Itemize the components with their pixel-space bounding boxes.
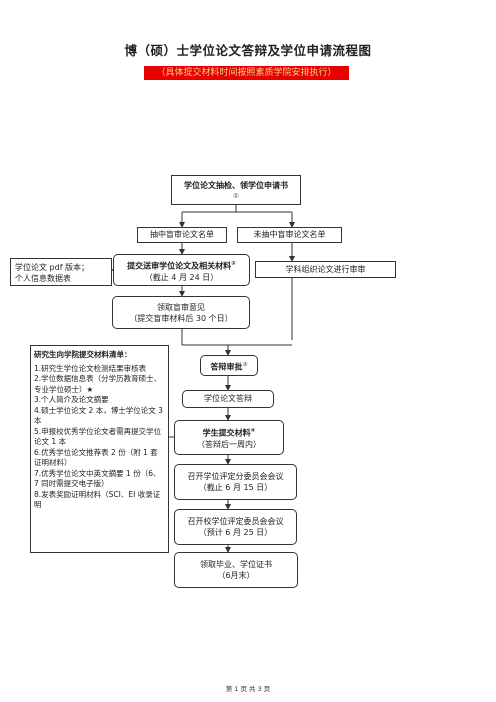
submit-blind-review-label: 提交送审学位论文及相关材料 bbox=[127, 261, 232, 271]
discipline-review-label: 学科组织论文进行审审 bbox=[285, 265, 366, 274]
submit-materials-time: （答辩后一周内） bbox=[197, 439, 261, 449]
thesis-defense-label: 学位论文答辩 bbox=[204, 394, 252, 403]
not-sampled-list-box: 未抽中盲审论文名单 bbox=[237, 227, 342, 243]
discipline-review-box: 学科组织论文进行审审 bbox=[255, 261, 396, 278]
sampled-list-box: 抽中盲审论文名单 bbox=[137, 227, 227, 243]
sub-committee-label: 召开学位评定分委员会会议 bbox=[187, 472, 284, 481]
page-footer: 第 1 页 共 3 页 bbox=[225, 685, 271, 693]
school-committee-label: 召开校学位评定委员会会议 bbox=[187, 517, 284, 526]
submit-materials-box: 学生提交材料④ （答辩后一周内） bbox=[174, 420, 284, 455]
step-marker-2: ② bbox=[231, 261, 236, 267]
submission-notice: （具体提交材料时间按照素质学院安排执行） bbox=[144, 66, 349, 80]
collect-opinions-box: 领取盲审意见 （提交盲审材料后 30 个日） bbox=[112, 296, 250, 329]
collect-opinions-label: 领取盲审意见 bbox=[157, 303, 205, 312]
collect-opinions-time: （提交盲审材料后 30 个日） bbox=[129, 314, 233, 323]
page-title: 博（硕）士学位论文答辩及学位申请流程图 bbox=[124, 43, 372, 58]
step-marker-1: ① bbox=[233, 192, 239, 200]
thesis-defense-box: 学位论文答辩 bbox=[182, 390, 274, 408]
collect-certificates-box: 领取毕业、学位证书 （6月末） bbox=[174, 552, 298, 588]
submit-blind-review-deadline: （截止 4 月 24 日） bbox=[144, 272, 219, 282]
checklist-item: 4.硕士学位论文 2 本，博士学位论文 3 本 bbox=[34, 405, 163, 426]
checklist-item: 3.个人简介及论文摘要 bbox=[34, 395, 109, 404]
thesis-check-box: 学位论文抽检、领学位申请书 ① bbox=[171, 175, 301, 205]
collect-certificates-time: （6月末） bbox=[217, 571, 255, 580]
sub-committee-deadline: （截止 6 月 15 日） bbox=[198, 483, 273, 492]
checklist-item: 2.学位数据信息表（分学历教育硕士、专业学位硕士）★ bbox=[34, 374, 162, 394]
submit-blind-review-box: 提交送审学位论文及相关材料② （截止 4 月 24 日） bbox=[113, 254, 250, 286]
pdf-version-line2: 个人信息数据表 bbox=[15, 274, 71, 283]
pdf-version-box: 学位论文 pdf 版本； 个人信息数据表 bbox=[10, 258, 112, 286]
pdf-version-line1: 学位论文 pdf 版本； bbox=[15, 263, 90, 272]
sub-committee-box: 召开学位评定分委员会会议 （截止 6 月 15 日） bbox=[174, 464, 297, 500]
defense-approval-box: 答辩审批③ bbox=[200, 355, 258, 376]
sampled-list-label: 抽中盲审论文名单 bbox=[150, 230, 214, 239]
checklist-item: 5.申报校优秀学位论文者需再提交学位论文 1 本 bbox=[34, 426, 162, 447]
checklist-item: 6.优秀学位论文推荐表 2 份（附 1 套证明材料） bbox=[34, 447, 158, 468]
not-sampled-list-label: 未抽中盲审论文名单 bbox=[253, 230, 326, 239]
step-marker-4: ④ bbox=[250, 428, 256, 434]
checklist-item: 1.研究生学位论文检测结果审核表 bbox=[34, 363, 147, 373]
checklist-item: 8.发表奖励证明材料（SCI、EI 收录证明 bbox=[34, 489, 161, 510]
collect-certificates-label: 领取毕业、学位证书 bbox=[200, 560, 272, 569]
school-committee-date: （预计 6 月 25 日） bbox=[198, 528, 273, 537]
thesis-check-label: 学位论文抽检、领学位申请书 bbox=[184, 181, 288, 190]
materials-checklist: 研究生向学院提交材料清单： 1.研究生学位论文检测结果审核表 2.学位数据信息表… bbox=[30, 345, 169, 553]
defense-approval-label: 答辩审批 bbox=[210, 362, 243, 372]
step-marker-3: ③ bbox=[242, 362, 248, 368]
school-committee-box: 召开校学位评定委员会会议 （预计 6 月 25 日） bbox=[174, 509, 297, 545]
submit-materials-label: 学生提交材料 bbox=[202, 428, 251, 438]
checklist-heading: 研究生向学院提交材料清单： bbox=[34, 350, 132, 359]
checklist-item: 7.优秀学位论文中英文摘要 1 份（6、7 同时需提交电子版） bbox=[34, 468, 161, 489]
